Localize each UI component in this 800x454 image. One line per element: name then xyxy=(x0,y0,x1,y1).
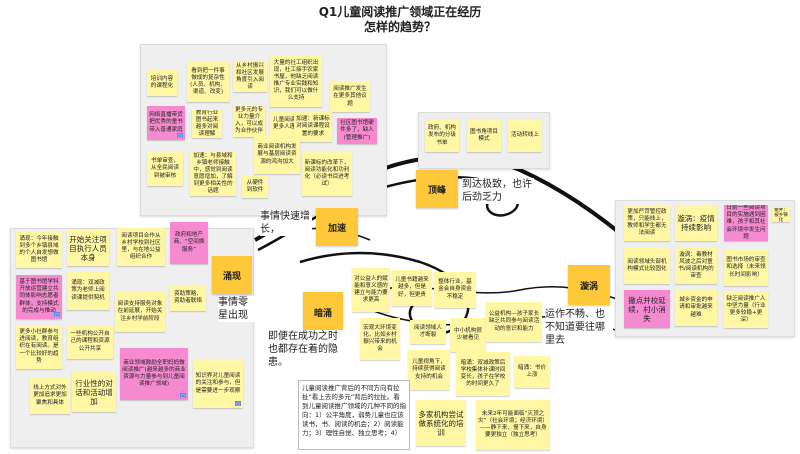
sticky-note: 加速：与县域和乡镇老师接触中，感觉到阅读意愿增加，了解到更多相关性的话题 xyxy=(190,152,236,196)
stage-label-vortex: 漩涡 xyxy=(568,265,610,305)
sticky-note: 书单审查，从全民阅读到被审核 xyxy=(147,152,183,186)
sticky-note: 一些机构公开自己的课程和资源公开共享 xyxy=(67,325,113,359)
sticky-note: 缺乏阅读推广人中坚力量（行业更多较稳+更深） xyxy=(724,292,768,328)
sticky-note: 暗涌：书价上涨 xyxy=(514,356,550,388)
sticky-note: 培训内容的课程化 xyxy=(147,70,177,96)
stage-label-peak: 顶峰 xyxy=(416,170,458,208)
sticky-note: 阅读支持服务对象在前延展，开始关注乡村学前阶段 xyxy=(115,292,165,332)
sticky-note: 未来2年可能面临“灭顶之灾”（社会环境；经济环境）——静下来、慢下来，自身要更独… xyxy=(476,400,550,450)
note-tag-icon: □ xyxy=(235,401,241,406)
title-line-2: 怎样的趋势？ xyxy=(363,20,436,34)
caption-undercurrent: 即便在成功之时也都存在着的隐患。 xyxy=(268,330,346,369)
sticky-note: 教育行业图书起来越多对阅读理解 xyxy=(192,110,222,138)
sticky-note: 日前一些阅读项目的实施遇到困难，孩子和其社会环境中发生问题 xyxy=(724,205,768,241)
sticky-note: 线上方式对外更加追求更加聚焦和具体 xyxy=(30,378,70,414)
sticky-note: 从乡村振兴和社区发展角度引入阅读 xyxy=(233,62,267,92)
sticky-note: 阅读推广发生在更多其他议题 xyxy=(330,82,370,112)
sticky-note: 更多元的专业力量介入，可以成为合作伙伴 xyxy=(233,105,265,137)
sticky-note: 资助策略、资助者联络 xyxy=(170,285,206,311)
sticky-note: 对公益人的赋能和意义感的建立与能力要求更高 xyxy=(352,268,390,312)
sticky-note: 图书市场的审查和选择（未来领长时间影响） xyxy=(724,250,768,286)
sticky-note: 更加严苛管控政策，只能线上，教师和学生都无法阅读 xyxy=(624,205,670,241)
sticky-note: 涌现：双减政策为老师上阅读课提供契机 xyxy=(67,272,109,310)
page-title: Q1儿童阅读推广领域正在经历 怎样的趋势？ xyxy=(0,5,800,35)
sticky-note: 阅读领域头部机构模式比较固化 xyxy=(624,248,670,284)
sticky-note: 公益机构—孩子家长缺乏共同参与阅读活动的意识和能力 xyxy=(486,302,542,342)
sticky-note: 暗涌：双减政策后学校集体补课时间变长，孩子在学校的时间更久了 xyxy=(456,352,510,396)
sticky-note: 多家机构尝试做系统化的培训 xyxy=(416,400,466,446)
note-tag-icon: □ xyxy=(180,393,186,398)
sticky-note: 图书角项目模式 xyxy=(467,120,501,152)
sticky-note: 阅读项目合作从乡村学校到社区里，与在地公益组织合作 xyxy=(117,228,165,266)
caption-vortex: 运作不畅、也不知道要往哪里去 xyxy=(545,308,613,347)
sticky-note: 知识界对儿童阅读的关注和参与，但是需要进一步观察□ xyxy=(193,360,243,408)
sticky-note: 儿童视角下，持续获得阅读支持的机会 xyxy=(408,350,450,390)
sticky-note: 阅读领域人才断裂 xyxy=(410,320,446,344)
sticky-note: 看到把一件事做成的复杂性(人员、机构、渠道、改变) xyxy=(187,62,229,102)
sticky-note: 从硬件到软件 xyxy=(242,176,268,198)
caption-emerge: 事情零星出现 xyxy=(218,296,256,322)
sticky-note: 整体行业，基金会自身资金不稳定 xyxy=(434,272,476,308)
sticky-note: 开始关注项目执行人员本身 xyxy=(67,230,109,266)
sticky-note: 撤点并校延续，村小消失 xyxy=(624,290,670,328)
title-line-1: Q1儿童阅读推广领域正在经历 xyxy=(318,5,482,19)
sticky-note: 更多小社群参与进阅读，教育组织在有阅读。是一个比较好的趋势 xyxy=(16,325,62,369)
sticky-note: 新课标的改革下，阅读功能化和功利化（必读书目进考试） xyxy=(302,152,352,196)
caption-peak: 到达极致，也许后劲乏力 xyxy=(462,178,534,204)
sticky-note: 网络直播带货把优秀的童书带入普通家庭□ xyxy=(147,106,185,140)
stage-label-emerge: 涌现 xyxy=(212,256,252,294)
stage-label-accelerate: 加速 xyxy=(316,208,358,246)
sticky-note: 商业领域鼓励全职妈妈做阅读推广(越来越多的商业资源与力量参与到儿童阅读推广领域)… xyxy=(120,348,188,400)
stage-label-undercurrent: 暗涌 xyxy=(303,292,343,332)
sticky-note: 加速：新课标对阅读课程设置的要求 xyxy=(294,112,332,142)
sticky-note: 行业性的对话和活动增加 xyxy=(72,372,116,412)
note-tag-icon: □ xyxy=(54,312,60,317)
sticky-note: 涌现：今年接触到多个乡镇县域的个人自发想做图书馆 xyxy=(16,232,62,268)
sticky-note: 活动转线上 xyxy=(508,120,542,152)
direction-textbox: 儿童阅读推广背后的不同方向有拉扯“看上去的多元”背后的拉扯。看到儿童阅读推广领域… xyxy=(298,380,410,450)
sticky-note: 漩涡：毒教材风波之后对童书/阅读机构的审查 xyxy=(675,248,717,284)
note-tag-icon: □ xyxy=(177,133,183,138)
sticky-note: 撤并：被乡镇化 xyxy=(772,208,790,222)
sticky-note: 城乡资金的申请和审批越来越难 xyxy=(675,290,717,326)
sticky-note: 商业阅读机构发展与基层阅读资源的鸿沟加大 xyxy=(254,136,300,174)
sticky-note: 政府、机构发布的分级书单 xyxy=(425,120,459,152)
caption-accelerate: 事情快速增长， xyxy=(260,210,312,236)
sticky-note: 漩涡：疫情持续影响 xyxy=(675,205,717,241)
sticky-note: 宏观大环境变化，比如乡村振兴带来的机会 xyxy=(360,318,400,360)
sticky-note: 社区图书馆硬件多了，缺人(管理推广) xyxy=(337,118,377,144)
sticky-note: 中小机构很少被看见 xyxy=(450,318,486,352)
sticky-note: 大量的社工组织出现，社工接手农家书屋，他缺乏阅读推广专业实践和知识，我们可以做什… xyxy=(270,55,322,107)
sticky-note: 基于图书馆学科开放运营建立共同体影响志愿者群体，支持模式的完成与推动□ xyxy=(16,275,62,319)
sticky-note: 儿童书籍越来越多，但是好，但更贵 xyxy=(392,270,432,306)
sticky-note: 政府和地产商、“空间换服务” xyxy=(170,222,208,264)
